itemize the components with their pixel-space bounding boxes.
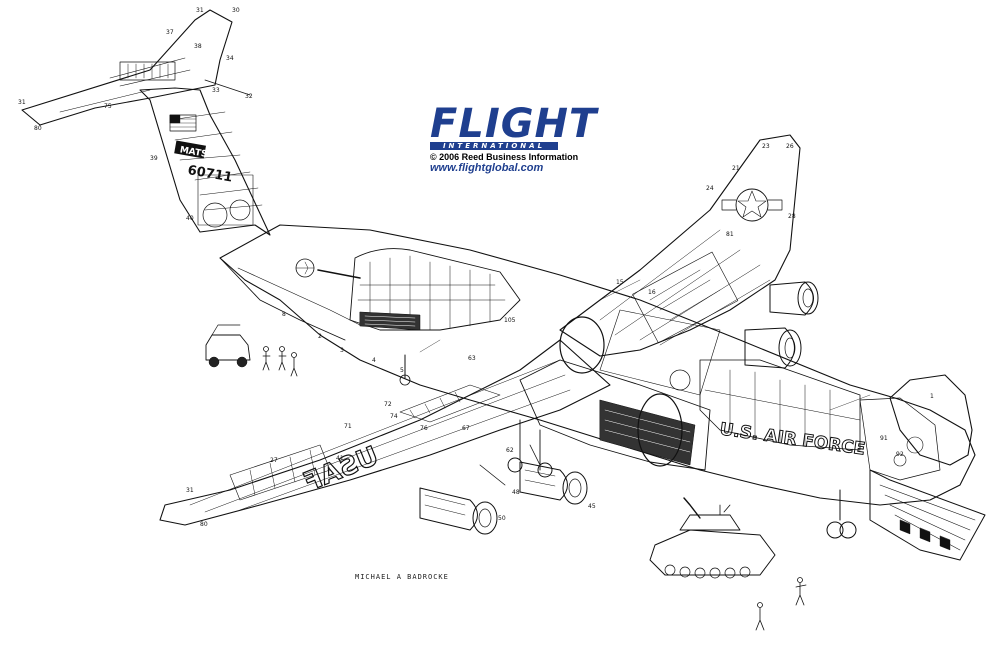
tailplane-structure-cutaway <box>119 61 176 81</box>
callout: 91 <box>880 435 888 442</box>
starboard-engine-inner <box>744 327 802 369</box>
callout: 28 <box>788 213 796 220</box>
callout: 1 <box>930 393 934 400</box>
callout: 38 <box>194 43 202 50</box>
callout: 31 <box>196 7 204 14</box>
wing-star-insignia <box>735 188 769 222</box>
tail-mats-text: MATS <box>179 145 208 160</box>
callout: 2 <box>318 333 322 340</box>
callout: 30 <box>232 7 240 14</box>
callout: 5 <box>400 367 404 374</box>
callout: 80 <box>200 521 208 528</box>
callout: 33 <box>212 87 220 94</box>
starboard-engine-outer <box>769 281 819 316</box>
callout: 80 <box>34 125 42 132</box>
callout: 48 <box>512 489 520 496</box>
nose-radome <box>889 374 973 466</box>
callout-numbers: 31 30 37 38 34 32 31 75 80 39 33 40 8 2 … <box>18 7 934 528</box>
callout: 24 <box>706 185 714 192</box>
callout: 105 <box>504 317 516 324</box>
artist-signature: MICHAEL A BADROCKE <box>355 573 449 581</box>
callout: 31 <box>18 99 26 106</box>
callout: 45 <box>588 503 596 510</box>
callout: 41 <box>336 455 344 462</box>
wing-usaf-marking: USAF <box>299 441 382 498</box>
callout: 40 <box>186 215 194 222</box>
centre-cargo-cutaway <box>519 359 711 471</box>
callout: 34 <box>226 55 234 62</box>
forward-cabin-cutaway <box>699 359 861 451</box>
callout: 15 <box>616 279 624 286</box>
nose-landing-gear <box>826 489 857 539</box>
callout: 62 <box>506 447 514 454</box>
callout: 67 <box>462 425 470 432</box>
callout: 81 <box>726 231 734 238</box>
callout: 92 <box>896 451 904 458</box>
wing-structure-cutaway <box>632 251 739 344</box>
vertical-fin <box>139 87 271 236</box>
nose-ramp <box>869 469 986 561</box>
starboard-wing <box>559 134 801 357</box>
callout: 74 <box>390 413 398 420</box>
callout: 21 <box>732 165 740 172</box>
jeep-vehicle <box>205 324 251 368</box>
tank-vehicle <box>649 497 776 579</box>
callout: 71 <box>344 423 352 430</box>
flight-international-logo: FLIGHT INTERNATIONAL © 2006 Reed Busines… <box>426 104 596 176</box>
tail-serial-number: 60711 <box>186 163 233 186</box>
callout: 50 <box>498 515 506 522</box>
callout: 26 <box>786 143 794 150</box>
callout: 32 <box>245 93 253 100</box>
callout: 75 <box>104 103 112 110</box>
port-wing <box>159 339 611 526</box>
callout: 72 <box>384 401 392 408</box>
logo-url[interactable]: www.flightglobal.com <box>430 162 544 174</box>
callout: 23 <box>762 143 770 150</box>
callout: 4 <box>372 357 376 364</box>
port-engine-outer <box>419 487 498 535</box>
main-landing-gear <box>399 354 553 478</box>
cockpit-cutaway <box>859 397 941 481</box>
callout: 31 <box>186 487 194 494</box>
callout: 16 <box>648 289 656 296</box>
ground-crew-figures <box>262 346 298 377</box>
tailplane <box>21 9 233 126</box>
callout: 37 <box>166 29 174 36</box>
callout: 39 <box>150 155 158 162</box>
logo-band: INTERNATIONAL <box>430 142 558 150</box>
soldier-figures <box>755 577 807 631</box>
callout: 3 <box>340 347 344 354</box>
callout: 8 <box>282 311 286 318</box>
callout: 27 <box>270 457 278 464</box>
fin-structure-cutaway <box>197 174 254 226</box>
fuselage-air-force-marking: U.S. AIR FORCE <box>718 419 866 459</box>
callout: 76 <box>420 425 428 432</box>
callout: 63 <box>468 355 476 362</box>
logo-wordmark: FLIGHT <box>430 101 598 147</box>
port-engine-inner <box>519 461 588 505</box>
logo-copyright: © 2006 Reed Business Information <box>430 152 579 162</box>
fuselage <box>219 224 976 506</box>
